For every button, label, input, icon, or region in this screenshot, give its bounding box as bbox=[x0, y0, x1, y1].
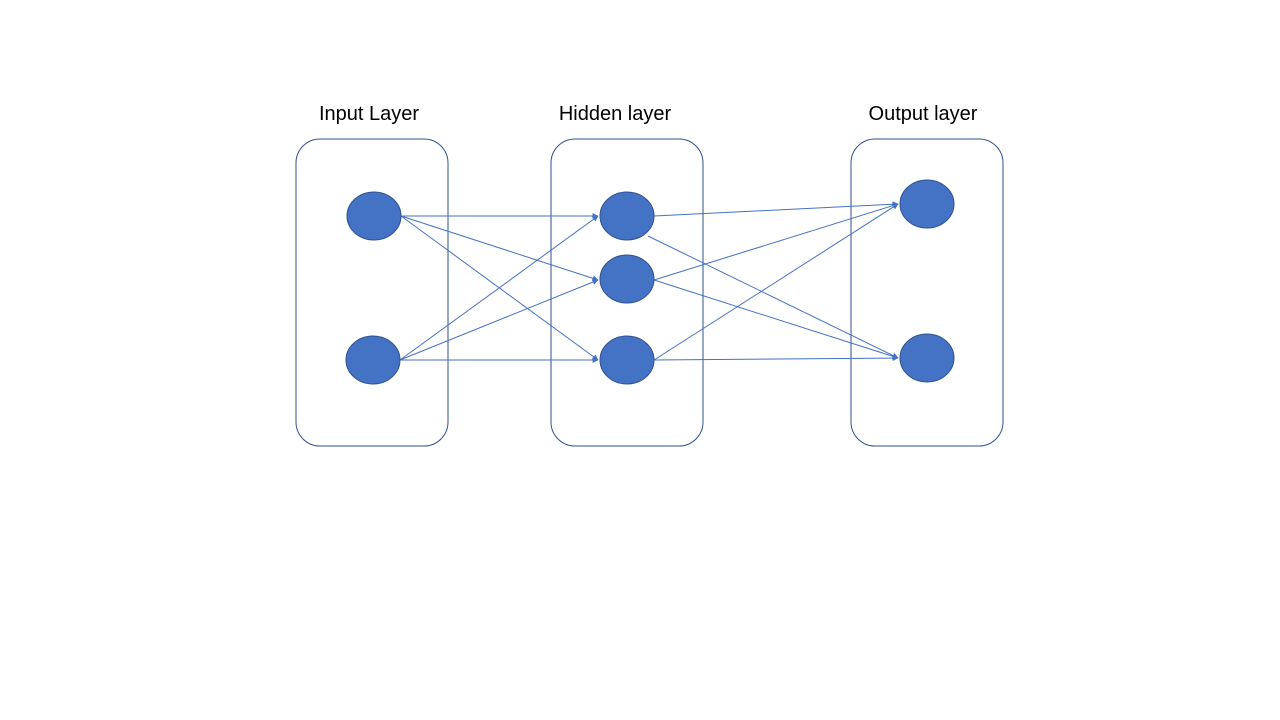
edge bbox=[653, 355, 899, 362]
edge bbox=[399, 215, 599, 361]
output-layer-box bbox=[850, 138, 1004, 447]
edge bbox=[653, 202, 899, 281]
output-layer-nodes bbox=[899, 179, 955, 383]
input-node-1 bbox=[346, 191, 402, 241]
hidden-node-2 bbox=[599, 254, 655, 304]
output-node-1 bbox=[899, 179, 955, 229]
input-to-hidden-edges bbox=[399, 213, 599, 363]
hidden-layer-nodes bbox=[599, 191, 655, 385]
input-layer-box bbox=[295, 138, 449, 447]
edge bbox=[399, 279, 599, 361]
hidden-node-1 bbox=[599, 191, 655, 241]
input-node-2 bbox=[345, 335, 401, 385]
edge bbox=[400, 215, 599, 282]
edge bbox=[647, 235, 899, 359]
hidden-to-output-edges bbox=[647, 201, 899, 362]
edge bbox=[653, 203, 899, 361]
edge bbox=[653, 279, 899, 360]
edge bbox=[653, 201, 899, 217]
hidden-layer-box bbox=[550, 138, 704, 447]
hidden-node-3 bbox=[599, 335, 655, 385]
hidden-layer-title: Hidden layer bbox=[559, 103, 672, 125]
input-layer-nodes bbox=[345, 191, 402, 385]
output-layer-title: Output layer bbox=[869, 103, 978, 125]
output-node-2 bbox=[899, 333, 955, 383]
input-layer-title: Input Layer bbox=[319, 103, 419, 125]
